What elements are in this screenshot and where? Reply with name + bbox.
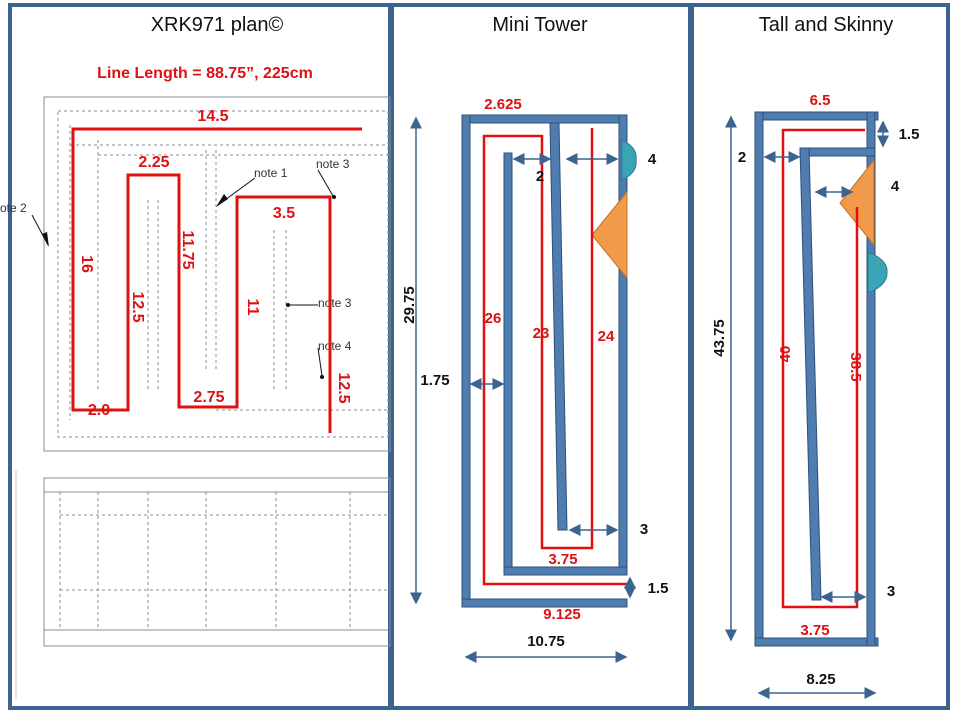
dim-2-75: 2.75: [193, 389, 224, 406]
tall-dim-3: 3: [887, 583, 895, 600]
cabinet-right-wall: [618, 114, 628, 576]
mini-dim-2: 2: [536, 168, 544, 185]
left-panel-title: XRK971 plan©: [151, 14, 284, 36]
cabinet-left-wall: [461, 114, 471, 608]
tall-top-wall: [754, 111, 879, 121]
driver-cone-icon: [591, 190, 628, 280]
tall-left-wall: [754, 111, 764, 647]
note-arrowheads: [42, 194, 336, 379]
mini-dim-2-625: 2.625: [484, 96, 522, 113]
tall-right-wall: [866, 111, 876, 647]
tall-dim-40: 40: [777, 346, 794, 363]
left-panel: XRK971 plan© Line Length = 88.75”, 225cm: [0, 14, 391, 700]
dim-12-5-left: 12.5: [129, 291, 146, 322]
mini-tower-cabinet: [461, 114, 628, 608]
tall-dim-6-5: 6.5: [810, 92, 831, 109]
dim-11: 11: [244, 299, 261, 316]
middle-panel: Mini Tower 2.625 26 23 24 3.: [401, 14, 669, 663]
right-panel-title: Tall and Skinny: [759, 14, 894, 36]
note-1-label: note 1: [254, 166, 288, 180]
port-icon: [621, 139, 637, 181]
inner-baffle-bottom: [503, 566, 628, 576]
dim-2-0: 2.0: [88, 402, 110, 419]
mini-dim-4: 4: [648, 151, 657, 168]
dim-16: 16: [78, 255, 95, 273]
middle-panel-title: Mini Tower: [492, 14, 588, 36]
mini-dim-1-75: 1.75: [420, 372, 449, 389]
xrk971-line-path: [71, 127, 362, 433]
plan-drawing-background: [15, 96, 391, 700]
tall-dim-8-25: 8.25: [806, 671, 835, 688]
mini-dim-9-125: 9.125: [543, 606, 581, 623]
right-panel: Tall and Skinny 6.5 40 38.5 3.75 1.5 2 4…: [711, 14, 920, 699]
tall-bottom-wall: [754, 637, 879, 647]
tall-inner-top-baffle: [799, 147, 876, 157]
tall-port-icon: [867, 251, 888, 294]
mini-tower-line-path: [482, 128, 630, 586]
cabinet-top-wall: [461, 114, 628, 124]
mini-tower-dimension-arrows: [410, 116, 636, 663]
tall-dimension-arrows: [725, 115, 889, 699]
dim-2-25: 2.25: [138, 154, 169, 171]
mini-dim-10-75: 10.75: [527, 633, 565, 650]
dim-14-5: 14.5: [197, 108, 228, 125]
inner-baffle-left: [503, 152, 513, 576]
line-length-label: Line Length = 88.75”, 225cm: [97, 65, 313, 82]
tall-line-path: [781, 128, 865, 609]
note-pointers: [31, 169, 334, 377]
dim-11-75: 11.75: [179, 230, 196, 269]
tall-skinny-cabinet: [754, 111, 879, 647]
mini-dim-3: 3: [640, 521, 648, 538]
mini-dim-26: 26: [485, 310, 502, 327]
dim-3-5: 3.5: [273, 205, 295, 222]
note-4-label: note 4: [318, 339, 352, 353]
mini-dim-29-75: 29.75: [401, 286, 418, 324]
mini-dim-23: 23: [533, 325, 550, 342]
tall-dim-43-75: 43.75: [711, 319, 728, 357]
note-3-label-top: note 3: [316, 157, 350, 171]
right-panel-frame: [690, 3, 950, 710]
tall-dim-3-75: 3.75: [800, 622, 829, 639]
tall-dim-2: 2: [738, 149, 746, 166]
dim-12-5-right: 12.5: [335, 372, 352, 403]
note-2-label: ote 2: [0, 201, 27, 215]
tall-dim-4: 4: [891, 178, 900, 195]
mini-dim-24: 24: [598, 328, 615, 345]
mini-dim-3-75: 3.75: [548, 551, 577, 568]
tall-dim-38-5: 38.5: [847, 352, 864, 381]
tall-inner-slanted-baffle: [799, 147, 822, 601]
inner-baffle-slanted: [549, 122, 568, 531]
note-3-label-mid: note 3: [318, 296, 352, 310]
tall-dim-1-5: 1.5: [899, 126, 920, 143]
cabinet-bottom-wall: [461, 598, 628, 608]
mini-dim-1-5: 1.5: [648, 580, 669, 597]
